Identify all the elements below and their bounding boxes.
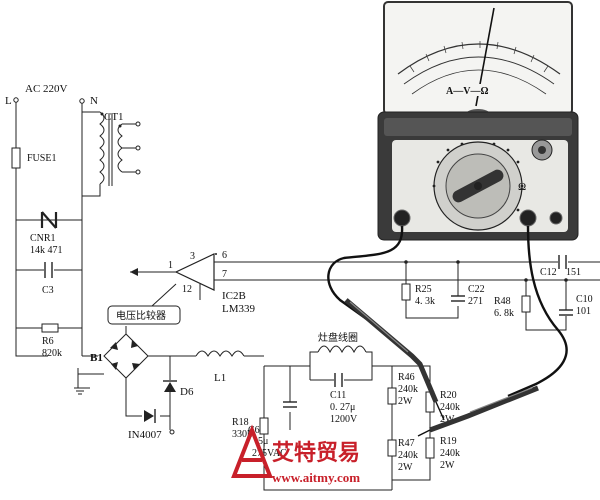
- label-r47-v1: 240k: [398, 450, 418, 461]
- label-coil: 灶盘线圈: [318, 331, 358, 344]
- label-c22: C22: [468, 284, 485, 295]
- watermark-url: www.aitmy.com: [272, 470, 360, 485]
- r47-resistor: [387, 439, 397, 457]
- label-ic2b: IC2B: [222, 290, 246, 302]
- label-c6-v1: 5μ: [258, 436, 268, 447]
- label-pin6: 6: [222, 250, 227, 261]
- label-c22-val: 271: [468, 296, 483, 307]
- com-jack[interactable]: [393, 209, 411, 227]
- label-r47-v2: 2W: [398, 462, 413, 473]
- label-cnr1-val: 14k 471: [30, 245, 63, 256]
- label-l: L: [5, 95, 12, 107]
- test-leads: [327, 225, 568, 437]
- label-r19: R19: [440, 436, 457, 447]
- label-pin3: 3: [190, 251, 195, 262]
- mains-input: L N AC 220V FUSE1: [5, 83, 98, 357]
- label-c12-val: 151: [566, 267, 581, 278]
- label-c3: C3: [42, 285, 54, 296]
- label-b1: B1: [90, 352, 103, 364]
- label-ct1: CT1: [104, 111, 124, 123]
- multimeter: A—V—Ω Ω: [377, 1, 579, 241]
- label-r48-val: 6. 8k: [494, 308, 514, 319]
- r25-resistor: [401, 283, 411, 301]
- label-l1: L1: [214, 372, 226, 384]
- label-r46-v2: 2W: [398, 396, 413, 407]
- fuse1-symbol: [11, 147, 21, 169]
- ic2b-comparator: 3 6 1 7 12 IC2B LM339 电压比较器: [107, 250, 600, 325]
- r19-resistor: [425, 437, 435, 459]
- label-r18: R18: [232, 417, 249, 428]
- label-pin7: 7: [222, 269, 227, 280]
- label-comparator: 电压比较器: [116, 309, 166, 322]
- label-pin12: 12: [182, 284, 192, 295]
- l1-inductor: L1: [195, 350, 264, 384]
- r18-resistor: [259, 417, 269, 435]
- label-c11-v1: 0. 27μ: [330, 402, 355, 413]
- label-r18-val: 330k: [232, 429, 252, 440]
- label-cnr1: CNR1: [30, 233, 56, 244]
- label-c10-val: 101: [576, 306, 591, 317]
- label-r6: R6: [42, 336, 54, 347]
- label-in4007: IN4007: [128, 429, 162, 441]
- watermark: 艾特贸易 www.aitmy.com: [231, 424, 360, 485]
- label-r25: R25: [415, 284, 432, 295]
- label-r20-v1: 240k: [440, 402, 460, 413]
- b1-bridge-rectifier: B1: [74, 326, 196, 400]
- label-lm339: LM339: [222, 303, 256, 315]
- label-r19-v1: 240k: [440, 448, 460, 459]
- aux-jack[interactable]: [549, 211, 563, 225]
- in4007-diode: IN4007: [125, 400, 175, 441]
- r6-resistor: R6 820k: [41, 323, 62, 359]
- label-ac: AC 220V: [25, 83, 68, 95]
- meter-scale-label: A—V—Ω: [446, 86, 488, 97]
- label-r46-v1: 240k: [398, 384, 418, 395]
- label-fuse1: FUSE1: [27, 153, 56, 164]
- label-n: N: [90, 95, 98, 107]
- label-c12: C12: [540, 267, 557, 278]
- cnr1-varistor: CNR1 14k 471: [30, 211, 63, 256]
- meter-ohm-label: Ω: [518, 181, 526, 193]
- vohm-jack[interactable]: [519, 209, 537, 227]
- label-r25-val: 4. 3k: [415, 296, 435, 307]
- label-c11-v2: 1200V: [330, 414, 358, 425]
- c3-capacitor: C3: [42, 260, 54, 296]
- label-r20-v2: 2W: [440, 414, 455, 425]
- label-r47: R47: [398, 438, 415, 449]
- ct1-transformer: CT1: [82, 111, 141, 197]
- d6-diode: D6: [163, 356, 194, 420]
- label-r6-val: 820k: [42, 348, 62, 359]
- r48-resistor: [521, 295, 531, 313]
- label-r20: R20: [440, 390, 457, 401]
- label-r19-v2: 2W: [440, 460, 455, 471]
- watermark-text: 艾特贸易: [272, 440, 360, 465]
- r46-resistor: [387, 387, 397, 405]
- r48-c10-c12: R48 6. 8k C10 101 C12 151: [494, 254, 593, 331]
- label-c11: C11: [330, 390, 346, 401]
- label-pin1: 1: [168, 260, 173, 271]
- label-r46: R46: [398, 372, 415, 383]
- r25-c22: R25 4. 3k C22 271: [401, 260, 485, 319]
- label-d6: D6: [180, 386, 194, 398]
- label-c10: C10: [576, 294, 593, 305]
- label-c6-v2: 275VAC: [252, 448, 287, 459]
- label-r48: R48: [494, 296, 511, 307]
